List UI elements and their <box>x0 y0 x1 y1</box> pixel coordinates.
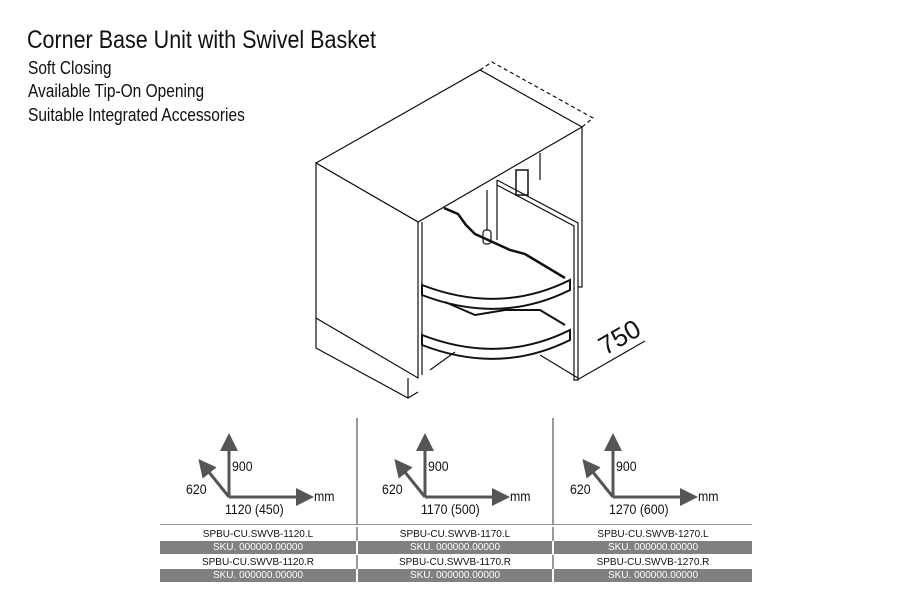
product-code-right: SPBU-CU.SWVB-1120.R <box>160 556 356 569</box>
plinth <box>315 318 419 399</box>
sku-right: SKU. 000000.00000 <box>160 569 356 582</box>
table-divider <box>160 524 752 525</box>
product-code-left: SPBU-CU.SWVB-1270.L <box>554 528 752 541</box>
feature-tip-on: Available Tip-On Opening <box>28 81 205 101</box>
column-divider <box>356 527 358 541</box>
column-divider <box>552 527 554 541</box>
product-code-left: SPBU-CU.SWVB-1170.L <box>358 528 552 541</box>
upper-basket <box>421 278 571 310</box>
feature-soft-closing: Soft Closing <box>28 58 112 78</box>
arrows-1120 <box>198 433 314 506</box>
column-divider <box>356 555 358 569</box>
width-label: 1270 (600) <box>609 501 669 517</box>
unit-label: mm <box>510 488 531 504</box>
column-divider <box>552 555 554 569</box>
sku-left: SKU. 000000.00000 <box>160 541 356 554</box>
height-label: 900 <box>428 458 449 474</box>
width-label: 1170 (500) <box>421 501 480 517</box>
sku-right: SKU. 000000.00000 <box>358 569 552 582</box>
width-label: 1120 (450) <box>225 501 284 517</box>
page-title: Corner Base Unit with Swivel Basket <box>27 26 376 54</box>
height-label: 900 <box>232 458 253 474</box>
cabinet-left-side <box>315 161 419 380</box>
arrows-1170 <box>394 433 510 506</box>
column-divider <box>356 418 358 524</box>
column-divider <box>552 418 554 524</box>
sku-left: SKU. 000000.00000 <box>358 541 552 554</box>
depth-label: 620 <box>570 481 591 497</box>
arrows-1270 <box>582 433 698 506</box>
product-code-left: SPBU-CU.SWVB-1120.L <box>160 528 356 541</box>
depth-label: 620 <box>186 481 207 497</box>
height-label: 900 <box>616 458 637 474</box>
sku-right: SKU. 000000.00000 <box>554 569 752 582</box>
unit-label: mm <box>314 488 335 504</box>
lower-basket <box>421 328 571 360</box>
upper-basket-rail <box>443 206 566 280</box>
unit-label: mm <box>698 488 719 504</box>
right-side-panel <box>578 127 583 288</box>
feature-accessories: Suitable Integrated Accessories <box>28 105 245 125</box>
sku-left: SKU. 000000.00000 <box>554 541 752 554</box>
door <box>496 179 579 381</box>
product-code-right: SPBU-CU.SWVB-1170.R <box>358 556 552 569</box>
lower-basket-rail <box>444 301 566 326</box>
dashed-outline <box>479 61 595 128</box>
depth-dimension-line <box>576 340 646 381</box>
product-code-right: SPBU-CU.SWVB-1270.R <box>554 556 752 569</box>
depth-label: 620 <box>382 481 403 497</box>
